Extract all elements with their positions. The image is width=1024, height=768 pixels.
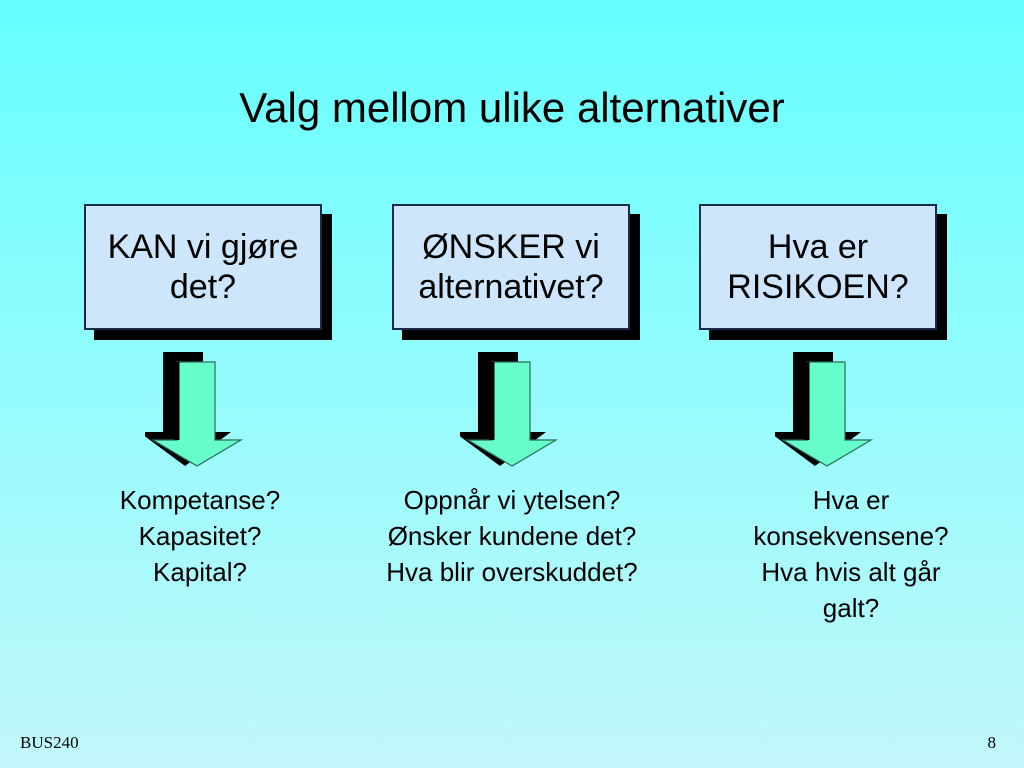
- box-line: KAN vi gjøre: [107, 228, 299, 266]
- box-text: ØNSKER vi alternativet?: [392, 204, 630, 330]
- list-item: Hva blir overskuddet?: [386, 557, 638, 587]
- list-item: Hva er: [812, 485, 890, 515]
- list-item: Kapasitet?: [138, 521, 262, 551]
- down-arrow-icon: [460, 352, 559, 467]
- box-text: Hva er RISIKOEN?: [699, 204, 937, 330]
- box-line: Hva er: [767, 228, 869, 266]
- down-arrow-icon: [775, 352, 874, 467]
- slide-title: Valg mellom ulike alternativer: [239, 84, 785, 131]
- list-item: konsekvensene?: [753, 521, 949, 551]
- box-line: RISIKOEN?: [727, 268, 909, 306]
- list-item: galt?: [822, 593, 880, 623]
- down-arrow-icon: [145, 352, 244, 467]
- question-box-can: KAN vi gjøre det?: [84, 204, 332, 340]
- footer-course-code: BUS240: [20, 733, 79, 752]
- question-list-desire: Oppnår vi ytelsen? Ønsker kundene det? H…: [342, 482, 682, 590]
- box-line: ØNSKER vi: [422, 228, 600, 266]
- page-number: 8: [987, 733, 997, 752]
- box-line: alternativet?: [418, 268, 604, 306]
- question-box-want: ØNSKER vi alternativet?: [392, 204, 640, 340]
- list-item: Hva hvis alt går: [761, 557, 941, 587]
- question-list-capability: Kompetanse? Kapasitet? Kapital?: [70, 482, 330, 590]
- list-item: Kapital?: [153, 557, 247, 587]
- question-box-risk: Hva er RISIKOEN?: [699, 204, 947, 340]
- box-text: KAN vi gjøre det?: [84, 204, 322, 330]
- box-line: det?: [169, 268, 237, 306]
- list-item: Ønsker kundene det?: [387, 521, 637, 551]
- list-item: Kompetanse?: [119, 485, 281, 515]
- question-list-risk: Hva er konsekvensene? Hva hvis alt går g…: [706, 482, 996, 626]
- list-item: Oppnår vi ytelsen?: [403, 485, 621, 515]
